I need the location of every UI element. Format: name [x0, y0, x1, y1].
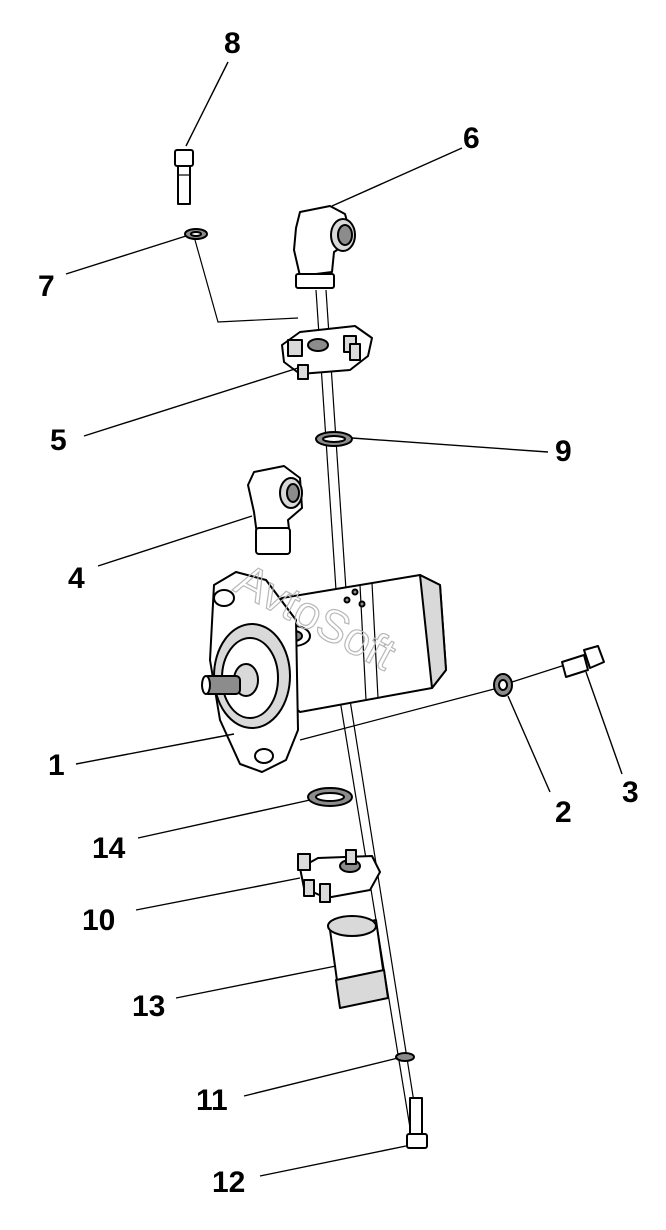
part-1-gear-pump	[201, 571, 447, 773]
callout-2: 2	[555, 796, 572, 829]
leader-2	[507, 695, 551, 793]
part-11-washer	[395, 1052, 415, 1062]
leader-10	[135, 877, 301, 911]
leader-6	[331, 147, 463, 207]
leader-8	[185, 61, 229, 147]
bolt8-axis-line	[194, 239, 299, 323]
callout-9: 9	[555, 435, 572, 468]
callout-7: 7	[38, 270, 55, 303]
part-12-bolt	[406, 1097, 428, 1149]
axis-line-lower-b	[349, 699, 421, 1141]
callout-14: 14	[92, 832, 126, 865]
part-4-elbow-fitting	[247, 465, 303, 555]
callout-3: 3	[622, 776, 639, 809]
leader-9	[351, 437, 549, 453]
part-10-flange-clamp	[297, 849, 381, 903]
callout-6: 6	[463, 122, 480, 155]
axis-line-bolt3-b	[511, 664, 566, 683]
leader-7	[65, 235, 187, 275]
leader-12	[259, 1145, 407, 1177]
callout-1: 1	[48, 749, 65, 782]
callout-10: 10	[82, 904, 115, 937]
leader-11	[243, 1057, 399, 1097]
part-2-washer	[493, 673, 513, 697]
callout-8: 8	[224, 27, 241, 60]
callout-11: 11	[196, 1084, 228, 1117]
leader-13	[175, 965, 337, 999]
leader-5	[83, 367, 299, 437]
leader-14	[137, 799, 311, 839]
leader-4	[97, 515, 253, 567]
leader-3	[585, 671, 623, 775]
part-14-o-ring	[307, 787, 353, 807]
part-6-elbow-fitting	[293, 205, 356, 289]
part-3-bolt	[561, 645, 605, 678]
part-7-washer	[184, 228, 208, 240]
part-5-flange-clamp	[281, 325, 373, 380]
part-13-sleeve	[327, 915, 389, 1009]
leader-1	[75, 733, 235, 765]
callout-12: 12	[212, 1166, 245, 1199]
callout-5: 5	[50, 424, 67, 457]
part-8-bolt	[174, 149, 194, 205]
part-9-o-ring	[315, 431, 353, 447]
axis-line-bolt3	[299, 687, 499, 741]
callout-4: 4	[68, 562, 85, 595]
callout-13: 13	[132, 990, 165, 1023]
